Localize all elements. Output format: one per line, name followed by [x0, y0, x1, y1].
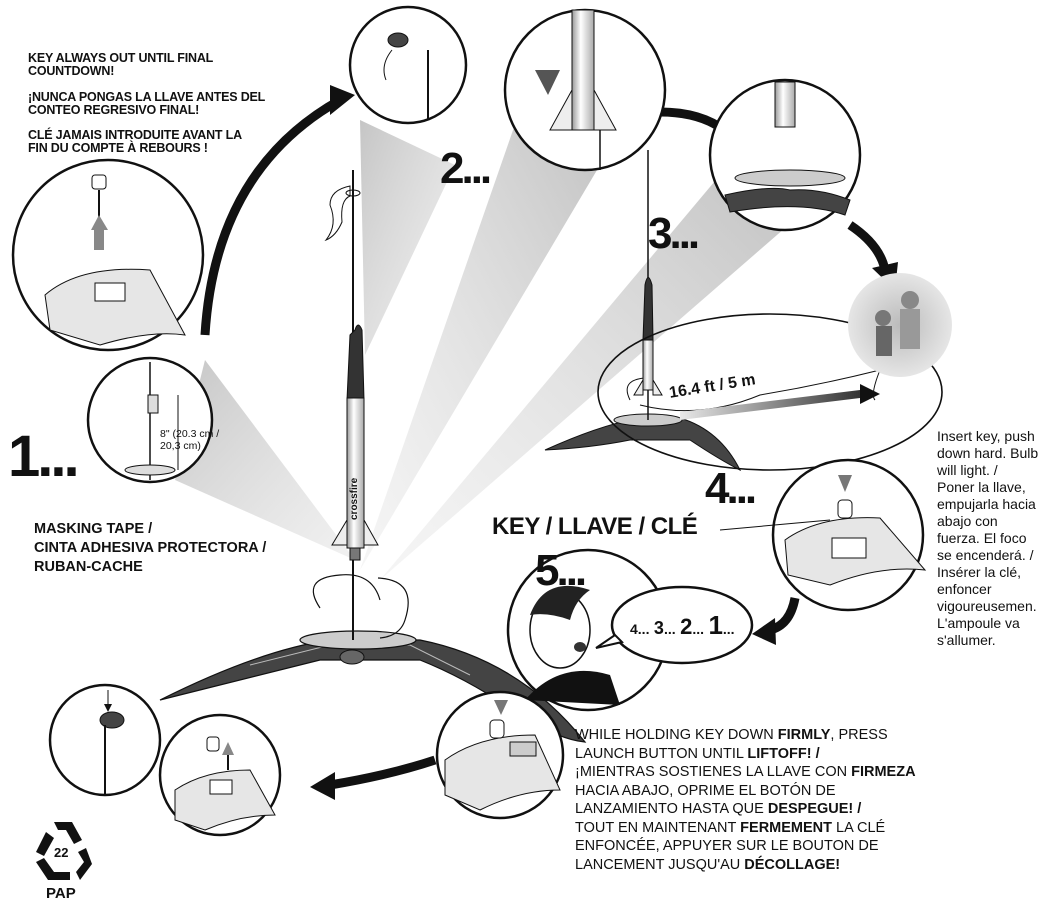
insert-key-note-line: Insert key, push: [937, 428, 1035, 444]
insert-key-note-line: down hard. Bulb: [937, 445, 1039, 461]
main-launch-pad: [159, 574, 587, 743]
rocket-name-main: crossfire: [349, 477, 360, 520]
instr-en-line2: LAUNCH BUTTON UNTIL LIFTOFF! /: [575, 745, 820, 762]
countdown-text: 4... 3... 2... 1...: [630, 610, 735, 641]
insert-key-note-line: vigoureusemen.: [937, 598, 1037, 614]
measure-label: 8" (20.3 cm / 20,3 cm): [160, 428, 219, 452]
beam-step2a: [360, 120, 455, 355]
arrow-5-to-end: [329, 755, 437, 790]
insert-key-note-line: L'ampoule va: [937, 615, 1020, 631]
measure-line2: 20,3 cm): [160, 440, 201, 452]
launch-instructions: WHILE HOLDING KEY DOWN FIRMLY, PRESS LAU…: [575, 726, 1015, 874]
insert-key-note-line: empujarla hacia: [937, 496, 1036, 512]
measure-line1: 8" (20.3 cm /: [160, 428, 220, 440]
detail-circle-remove-key: [158, 713, 282, 837]
countdown-dots-1: ...: [722, 621, 735, 637]
detail-circle-countdown: [506, 548, 670, 712]
speech-bubble: [595, 585, 754, 665]
arrow-3-to-4: [847, 221, 890, 272]
detail-circle-rocket-on-pad: [708, 78, 862, 232]
recycle-icon: [36, 822, 92, 880]
step-2-label: 2...: [440, 144, 492, 193]
secondary-launch-pad: [544, 150, 742, 472]
insert-key-note-line: se encenderá. /: [937, 547, 1034, 563]
step-3-label: 3...: [648, 209, 700, 258]
key-title: KEY / LLAVE / CLÉ: [492, 513, 698, 540]
masking-tape-line2: CINTA ADHESIVA PROTECTORA /: [34, 540, 267, 556]
arrow-1-to-2: [200, 96, 343, 336]
key-pointer-line: [719, 519, 831, 531]
masking-tape-flag: [324, 185, 351, 242]
detail-circle-insert-key: [771, 458, 927, 612]
countdown-2: 2: [680, 614, 693, 639]
countdown-1: 1: [708, 610, 723, 640]
beam-step3: [380, 175, 800, 580]
recycle-code: PAP: [46, 885, 76, 902]
launch-area-oval: [597, 313, 943, 471]
insert-key-note-line: Insérer la clé,: [937, 564, 1022, 580]
main-rocket: crossfire: [331, 324, 379, 561]
warning-es: ¡NUNCA PONGAS LA LLAVE ANTES DEL CONTEO …: [28, 90, 265, 117]
detail-circle-key-removed: [11, 158, 205, 352]
masking-tape-line3: RUBAN-CACHE: [34, 559, 143, 575]
countdown-dots-4: ...: [637, 621, 650, 637]
kids-photo: [848, 273, 952, 377]
detail-circle-rocket-on-rod: [503, 8, 667, 172]
instr-es-line3: LANZAMIENTO HASTA QUE DESPEGUE! /: [575, 801, 862, 817]
detail-circle-rod-top: [348, 5, 468, 125]
countdown-dots-3: ...: [663, 621, 676, 637]
instr-fr-line2: ENFONCÉE, APPUYER SUR LE BOUTON DE: [575, 838, 879, 854]
insert-key-note-line: enfoncer: [937, 581, 992, 597]
countdown-4: 4: [630, 621, 638, 637]
detail-circle-measurement: [86, 356, 214, 484]
masking-tape-label: MASKING TAPE / CINTA ADHESIVA PROTECTORA…: [34, 520, 266, 577]
insert-key-note-line: abajo con: [937, 513, 998, 529]
step-1-label: 1...: [8, 424, 80, 489]
distance-bar: [680, 384, 880, 420]
countdown-3: 3: [653, 618, 664, 638]
instr-fr-line1: TOUT EN MAINTENANT FERMEMENT LA CLÉ: [575, 819, 886, 836]
insert-key-note-line: fuerza. El foco: [937, 530, 1027, 546]
insert-key-note-line: will light. /: [937, 462, 998, 478]
instr-en-line1: WHILE HOLDING KEY DOWN FIRMLY, PRESS: [575, 727, 888, 743]
warning-fr: CLÉ JAMAIS INTRODUITE AVANT LA FIN DU CO…: [28, 128, 242, 155]
beam-step1: [175, 360, 355, 560]
beam-step2b: [360, 110, 600, 570]
instr-es-line1: ¡MIENTRAS SOSTIENES LA LLAVE CON FIRMEZA: [575, 764, 916, 780]
warning-en: KEY ALWAYS OUT UNTIL FINAL COUNTDOWN!: [28, 51, 213, 78]
insert-key-note-line: s'allumer.: [937, 632, 996, 648]
insert-key-note-line: Poner la llave,: [937, 479, 1026, 495]
detail-circle-press-button: [435, 690, 565, 820]
instr-es-line2: HACIA ABAJO, OPRIME EL BOTÓN DE: [575, 782, 836, 799]
masking-tape-line1: MASKING TAPE /: [34, 521, 153, 537]
instr-fr-line3: LANCEMENT JUSQU'AU DÉCOLLAGE!: [575, 856, 841, 873]
recycle-number: 22: [54, 845, 69, 860]
countdown-dots-2: ...: [692, 621, 704, 637]
step-4-label: 4...: [705, 464, 757, 513]
detail-circle-rod-cap: [48, 683, 162, 797]
step-5-label: 5...: [535, 546, 587, 595]
